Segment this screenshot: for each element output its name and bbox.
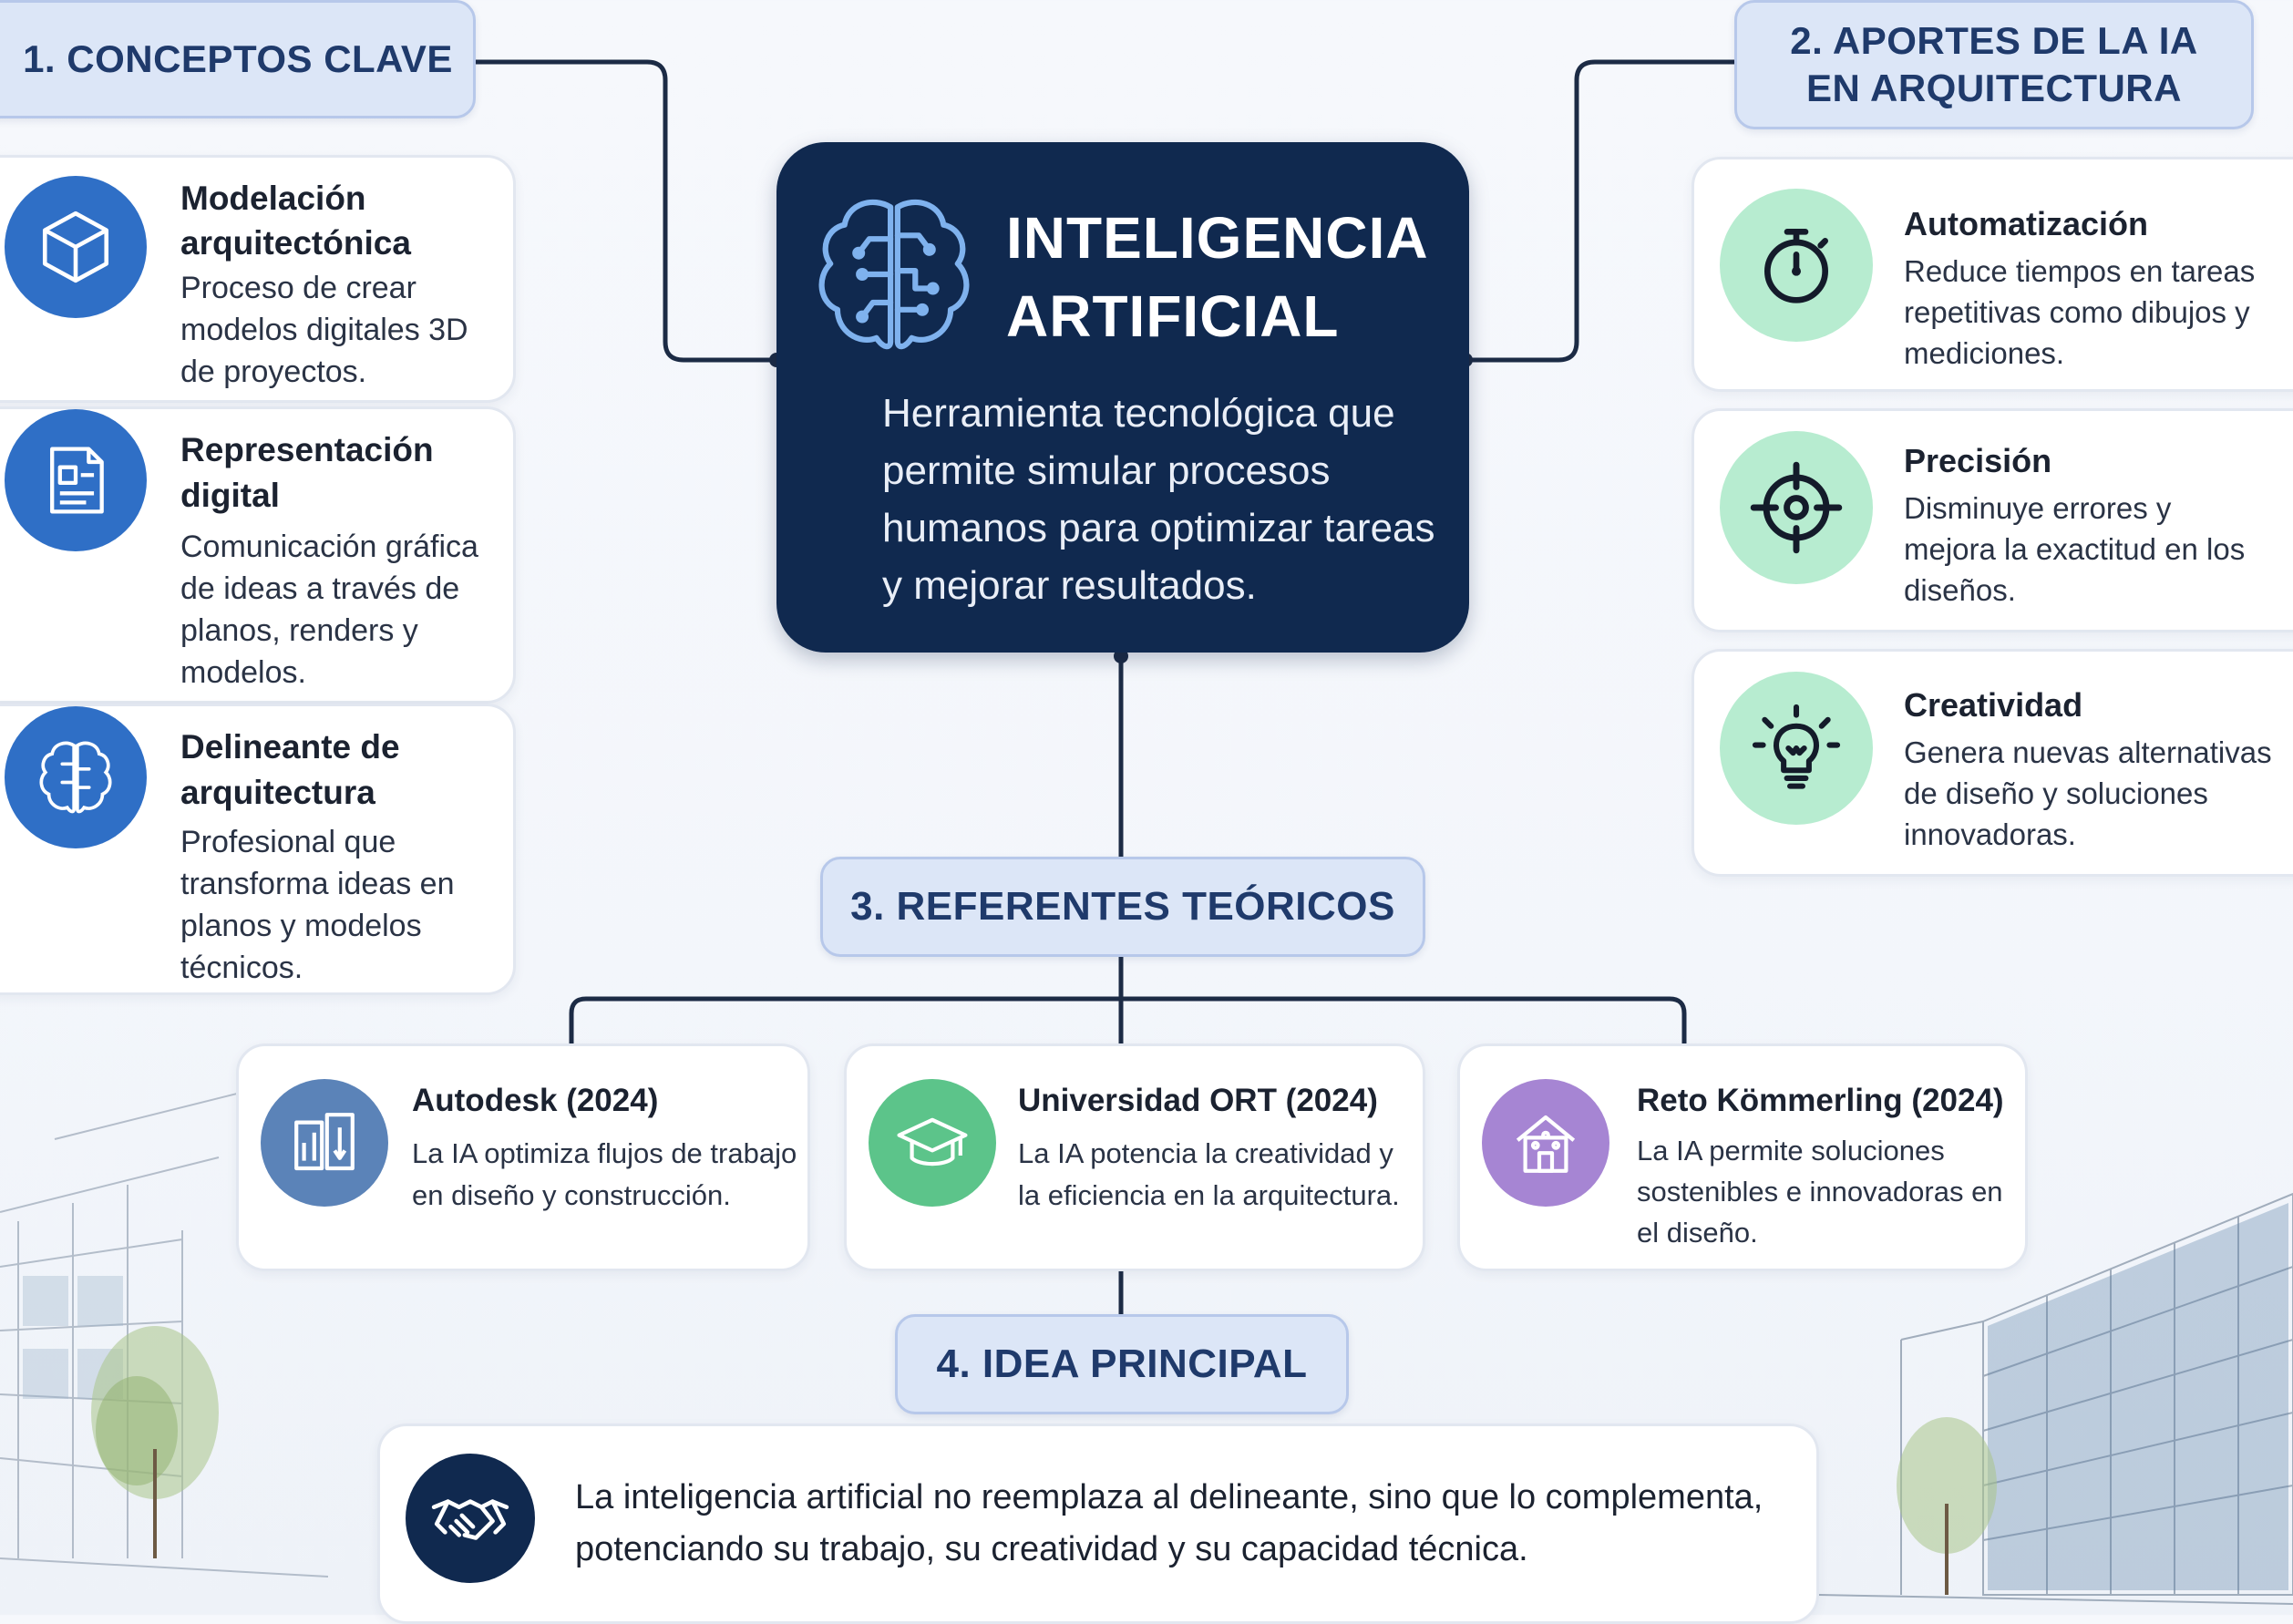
referente-title: Universidad ORT (2024) — [1018, 1083, 1378, 1118]
concept-title: Delineante de arquitectura — [180, 728, 400, 811]
workflow-plan-icon — [261, 1079, 388, 1207]
referente-card-autodesk: Autodesk (2024) La IA optimiza flujos de… — [236, 1043, 810, 1271]
idea-principal-card: La inteligencia artificial no reemplaza … — [377, 1424, 1819, 1624]
referente-title: Reto Kömmerling (2024) — [1637, 1083, 2004, 1118]
referente-desc: La IA optimiza flujos de trabajo en dise… — [412, 1137, 797, 1211]
central-title-line2: ARTIFICIAL — [1006, 283, 1340, 349]
brain-circuit-icon — [5, 706, 147, 848]
concept-card-delineante: Delineante de arquitectura Profesional q… — [0, 704, 516, 995]
concept-title: Modelación arquitectónica — [180, 180, 411, 262]
central-concept-box: INTELIGENCIA ARTIFICIAL Herramienta tecn… — [776, 142, 1469, 653]
central-title-line1: INTELIGENCIA — [1006, 205, 1429, 271]
brain-circuit-icon — [806, 186, 982, 363]
section-label-aportes-ia: 2. APORTES DE LA IA EN ARQUITECTURA — [1734, 0, 2254, 129]
graduation-cap-icon — [869, 1079, 996, 1207]
crosshair-icon — [1720, 431, 1873, 584]
aporte-desc: Reduce tiempos en tareas repetitivas com… — [1904, 254, 2256, 370]
concept-desc: Comunicación gráfica de ideas a través d… — [180, 529, 478, 690]
aporte-desc: Disminuye errores y mejora la exactitud … — [1904, 491, 2246, 607]
aporte-title: Automatización — [1904, 205, 2149, 242]
referente-card-kommerling: Reto Kömmerling (2024) La IA permite sol… — [1457, 1043, 2028, 1271]
cube-icon — [5, 176, 147, 318]
referente-desc: La IA potencia la creatividad y la efici… — [1018, 1137, 1400, 1211]
building-sketch-right — [1819, 1192, 2293, 1605]
aporte-card-precision: Precisión Disminuye errores y mejora la … — [1691, 408, 2293, 632]
handshake-icon — [406, 1454, 535, 1583]
aporte-title: Creatividad — [1904, 686, 2083, 724]
section-label-idea-principal: 4. IDEA PRINCIPAL — [895, 1314, 1349, 1414]
aporte-desc: Genera nuevas alternativas de diseño y s… — [1904, 735, 2272, 851]
aporte-card-automatizacion: Automatización Reduce tiempos en tareas … — [1691, 157, 2293, 392]
building-sketch-left — [0, 1084, 328, 1578]
section-label-text: 4. IDEA PRINCIPAL — [936, 1341, 1308, 1386]
section-label-line1: 2. APORTES DE LA IA — [1790, 19, 2198, 62]
lightbulb-icon — [1720, 672, 1873, 825]
referente-title: Autodesk (2024) — [412, 1083, 659, 1118]
section-label-text: 1. CONCEPTOS CLAVE — [23, 37, 453, 80]
concept-card-representacion: Representación digital Comunicación gráf… — [0, 406, 516, 704]
central-description: Herramienta tecnológica que permite simu… — [882, 391, 1435, 608]
concept-title: Representación digital — [180, 431, 434, 514]
stopwatch-icon — [1720, 189, 1873, 342]
section-label-referentes: 3. REFERENTES TEÓRICOS — [820, 857, 1425, 957]
sustainable-house-icon — [1482, 1079, 1609, 1207]
aporte-card-creatividad: Creatividad Genera nuevas alternativas d… — [1691, 649, 2293, 877]
section-label-line2: EN ARQUITECTURA — [1806, 67, 2182, 109]
referente-desc: La IA permite soluciones sostenibles e i… — [1637, 1135, 2003, 1249]
idea-principal-text: La inteligencia artificial no reemplaza … — [575, 1478, 1763, 1568]
concept-desc: Profesional que transforma ideas en plan… — [180, 825, 455, 985]
section-label-text: 3. REFERENTES TEÓRICOS — [850, 884, 1395, 929]
referente-card-ort: Universidad ORT (2024) La IA potencia la… — [844, 1043, 1425, 1271]
section-label-conceptos-clave: 1. CONCEPTOS CLAVE — [0, 0, 476, 118]
concept-card-modelacion: Modelación arquitectónica Proceso de cre… — [0, 155, 516, 403]
blueprint-document-icon — [5, 409, 147, 551]
central-title: INTELIGENCIA ARTIFICIAL — [1006, 199, 1444, 355]
aporte-title: Precisión — [1904, 442, 2052, 479]
concept-desc: Proceso de crear modelos digitales 3D de… — [180, 271, 468, 389]
